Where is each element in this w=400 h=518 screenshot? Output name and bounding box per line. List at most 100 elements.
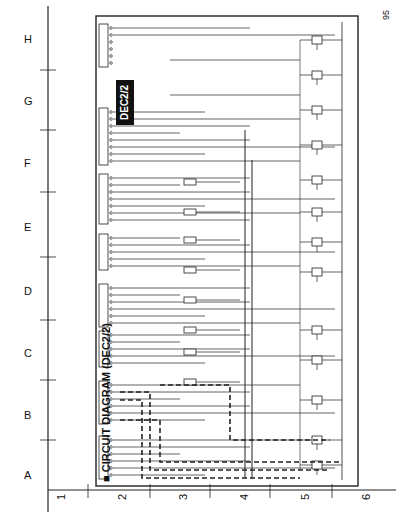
grid-number: 3 (178, 494, 189, 500)
wire (113, 461, 250, 462)
grid-tick (40, 320, 56, 321)
wire (113, 245, 250, 246)
wire (113, 238, 180, 239)
connector-symbol (99, 24, 108, 67)
resistor-symbol (184, 379, 196, 385)
grid-letter: F (24, 158, 31, 169)
connector-pin (110, 237, 113, 240)
connector-pin (110, 48, 113, 51)
grid-number: 5 (300, 494, 311, 500)
grid-tick (210, 484, 211, 498)
wire (113, 295, 180, 296)
wire (113, 133, 180, 134)
wire (317, 149, 318, 155)
wire (113, 309, 335, 310)
connector-pin (110, 294, 113, 297)
grid-tick (40, 70, 56, 71)
connector-symbol (99, 284, 108, 327)
wire (113, 447, 250, 448)
connector-pin (110, 62, 113, 65)
resistor-symbol (184, 267, 196, 273)
connector-pin (110, 146, 113, 149)
wire (113, 213, 300, 214)
grid-number: 4 (239, 494, 250, 500)
component-symbol (312, 238, 322, 246)
wire (196, 300, 240, 301)
resistor-symbol (184, 297, 196, 303)
wire (113, 385, 300, 386)
grid-number: 6 (361, 494, 372, 500)
connector-pin (110, 55, 113, 58)
wire (113, 468, 335, 469)
diagram-title: ■ CIRCUIT DIAGRAM (DEC2/2) (101, 323, 112, 482)
wire (317, 184, 318, 190)
component-symbol (312, 396, 322, 404)
connector-pin (110, 132, 113, 135)
grid-number: 2 (117, 494, 128, 500)
component-symbol (312, 71, 322, 79)
connector-pin (110, 153, 113, 156)
wire (113, 185, 180, 186)
wire (317, 246, 318, 252)
connector-pin (110, 118, 113, 121)
resistor-symbol (184, 209, 196, 215)
connector-pin (110, 191, 113, 194)
connector-pin (110, 139, 113, 142)
grid-letter: E (24, 222, 31, 233)
sheet-tag: DEC2/2 (120, 85, 130, 120)
wire (113, 316, 205, 317)
wire (342, 22, 343, 480)
margin-line (47, 6, 48, 512)
wire (113, 475, 205, 476)
page-number: 95 (382, 10, 391, 20)
connector-symbol (99, 174, 108, 224)
resistor-symbol (184, 349, 196, 355)
component-symbol (312, 356, 322, 364)
connector-pin (110, 301, 113, 304)
wire (113, 413, 335, 414)
grid-letter: D (24, 286, 32, 297)
connector-pin (110, 41, 113, 44)
wire (113, 252, 335, 253)
grid-tick (270, 484, 271, 498)
connector-pin (110, 258, 113, 261)
wire (113, 323, 300, 324)
grid-letter: A (24, 470, 31, 481)
wire (113, 206, 205, 207)
signal-path (120, 420, 340, 462)
wire (317, 79, 318, 85)
wire (113, 454, 180, 455)
connector-pin (110, 198, 113, 201)
component-symbol (312, 36, 322, 44)
wire (113, 140, 250, 141)
wire (113, 259, 205, 260)
wire (300, 40, 301, 470)
wire (170, 95, 300, 96)
connector-pin (110, 315, 113, 318)
connector-pin (110, 184, 113, 187)
wire (113, 420, 205, 421)
schematic-frame (96, 16, 358, 486)
wire (317, 216, 318, 222)
grid-tick (40, 440, 56, 441)
wire (113, 342, 180, 343)
resistor-symbol (184, 327, 196, 333)
wire (170, 60, 300, 61)
wire (196, 182, 240, 183)
grid-tick (40, 130, 56, 131)
wire (196, 352, 240, 353)
wire (317, 114, 318, 120)
grid-tick (332, 484, 333, 498)
wire (252, 160, 253, 478)
component-symbol (312, 176, 322, 184)
grid-tick (40, 380, 56, 381)
grid-tick (40, 192, 56, 193)
grid-number: 1 (56, 494, 67, 500)
grid-letter: C (24, 348, 32, 359)
wire (113, 192, 250, 193)
connector-pin (110, 125, 113, 128)
wire (113, 302, 250, 303)
resistor-symbol (184, 237, 196, 243)
wire (317, 44, 318, 50)
wire (245, 130, 246, 478)
